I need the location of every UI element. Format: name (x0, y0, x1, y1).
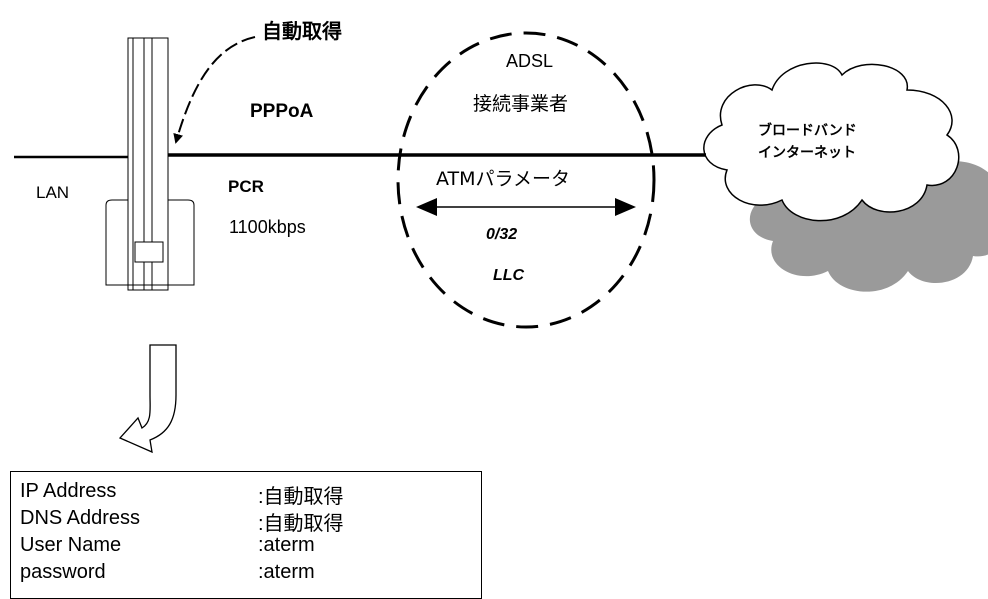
settings-key: DNS Address (20, 507, 141, 529)
adsl-label: ADSL (506, 51, 554, 71)
settings-value: :aterm (258, 534, 315, 556)
lan-label: LAN (36, 183, 70, 202)
cloud-label-line1: ブロードバンド (758, 123, 857, 139)
pcr-label: PCR (228, 177, 264, 196)
router-device (105, 37, 195, 291)
atm-params-label: ATMパラメータ (436, 168, 570, 190)
down-hollow-arrow (118, 344, 177, 454)
auto-acquire-arrow (173, 36, 256, 144)
settings-key: User Name (20, 534, 122, 556)
settings-value: :aterm (258, 561, 315, 583)
encapsulation-value: LLC (493, 267, 525, 284)
pppoa-label: PPPoA (250, 101, 314, 122)
settings-value: :自動取得 (258, 513, 344, 535)
settings-key: password (20, 561, 106, 583)
atm-double-arrow (416, 198, 636, 216)
settings-row: User Name :aterm (11, 532, 481, 559)
pcr-value: 1100kbps (229, 217, 306, 237)
cloud-label-line2: インターネット (758, 145, 856, 161)
settings-key: IP Address (20, 480, 117, 502)
settings-row: DNS Address :自動取得 (11, 505, 481, 535)
adsl-provider-ellipse (396, 31, 656, 329)
internet-cloud (703, 62, 960, 222)
provider-label: 接続事業者 (473, 93, 569, 115)
connection-settings-box: IP Address :自動取得 DNS Address :自動取得 User … (10, 471, 482, 599)
vpi-vci-value: 0/32 (486, 226, 518, 243)
settings-value: :自動取得 (258, 486, 344, 508)
settings-row: IP Address :自動取得 (11, 478, 481, 508)
settings-row: password :aterm (11, 559, 481, 586)
auto-acquire-label: 自動取得 (262, 19, 342, 43)
